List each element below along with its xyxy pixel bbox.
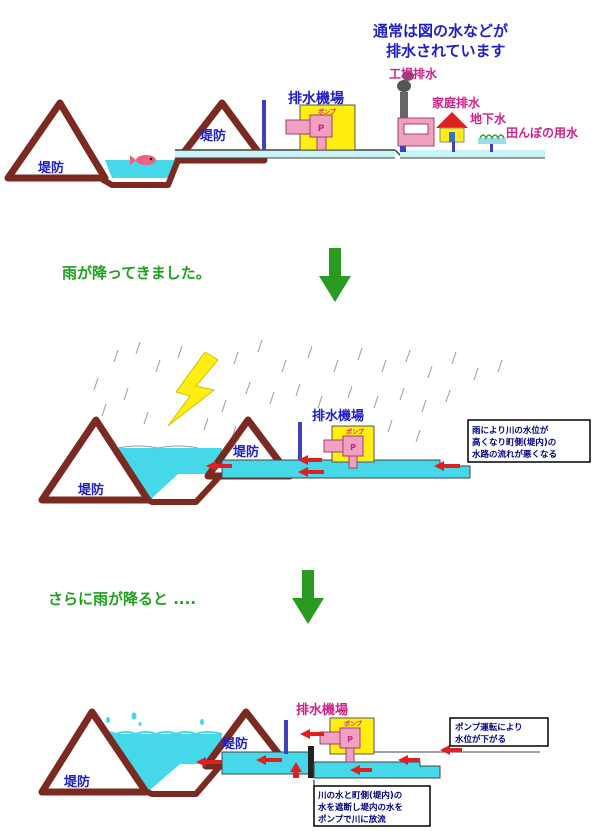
caption-rain-start: 雨が降ってきました。 <box>62 264 211 282</box>
scene-normal: P ポンプ 堤防 堤防 排水機場 通常は図の水などが 排水されています <box>4 22 579 188</box>
splash-drops <box>106 712 204 726</box>
note-box-rain <box>467 419 591 463</box>
flow-arrows-3 <box>196 729 462 778</box>
river-water-3 <box>96 734 222 790</box>
flow-arrows-2 <box>206 455 460 477</box>
levee-left-2 <box>38 416 152 504</box>
rain-note-line1: 雨により川の水位が <box>472 425 549 436</box>
levee-mid-label-2: 堤防 <box>233 444 259 460</box>
pump-note-line1: ポンプ運転により <box>455 722 523 733</box>
paddy-icon <box>478 134 506 144</box>
rain-note-line2: 高くなり町側(堤内)の <box>472 437 556 448</box>
lightning-icon <box>167 351 219 427</box>
levee-mid-label-1: 堤防 <box>200 128 226 144</box>
normal-note-line2: 排水されています <box>386 42 506 60</box>
levee-left-label-2: 堤防 <box>78 482 104 498</box>
gate-note-line2: 水を遮断し堤内の水を <box>317 802 403 813</box>
gate-note-line3: ポンプで川に放流 <box>318 814 386 825</box>
groundwater-label: 地下水 <box>470 111 507 126</box>
note-box-gate <box>313 785 431 827</box>
pump-label-3: ポンプ <box>344 720 363 728</box>
pump-station-label-2: 排水機場 <box>312 408 364 424</box>
down-arrow-icon-2 <box>292 570 324 624</box>
svg-text:P: P <box>318 124 325 134</box>
caption-more-rain: さらに雨が降ると .... <box>48 590 196 608</box>
gate-note-line1: 川の水と町側(堤内)の <box>317 790 402 801</box>
note-box-pump-lowers <box>449 717 549 747</box>
levee-left-label-1: 堤防 <box>38 160 64 176</box>
house-icon <box>436 112 468 143</box>
home-drain-label: 家庭排水 <box>432 95 481 110</box>
scene-rain: P ポンプ 雨により川の水位が 高くなり町側(堤内)の 水路の流れが悪くなる 堤… <box>38 339 591 505</box>
pump-label-2: ポンプ <box>346 428 365 436</box>
pump-station-label-3: 排水機場 <box>296 702 348 718</box>
sluice-gate <box>308 746 314 778</box>
factory-drain-label: 工場排水 <box>389 66 438 81</box>
paddy-water-label: 田んぼの用水 <box>506 125 579 140</box>
factory-icon <box>397 71 435 147</box>
rain-streaks-2 <box>93 339 503 443</box>
canal-water-2 <box>221 459 471 479</box>
levee-mid-label-3: 堤防 <box>222 736 248 752</box>
pump-station-label-1: 排水機場 <box>288 90 344 107</box>
scene-pumping: P ポンプ ポンプ運転により 水位が下がる 川の水と町側(堤内)の 水を遮断し堤… <box>38 702 549 827</box>
pump-note-line2: 水位が下がる <box>454 734 506 745</box>
river-water-1 <box>105 160 175 178</box>
levee-mid-1 <box>174 99 268 164</box>
levee-left-1 <box>4 99 109 182</box>
river-water-2 <box>118 448 222 500</box>
levee-left-label-3: 堤防 <box>64 774 90 790</box>
svg-text:P: P <box>350 443 356 452</box>
down-arrow-icon-1 <box>319 248 351 302</box>
inner-canal-water-3 <box>313 761 441 779</box>
pump-label-1: ポンプ <box>318 108 337 116</box>
fish-icon <box>130 155 156 165</box>
normal-note-line1: 通常は図の水などが <box>373 22 509 40</box>
levee-left-3 <box>38 708 150 796</box>
svg-text:P: P <box>347 735 353 744</box>
rain-note-line3: 水路の流れが悪くなる <box>471 449 557 460</box>
